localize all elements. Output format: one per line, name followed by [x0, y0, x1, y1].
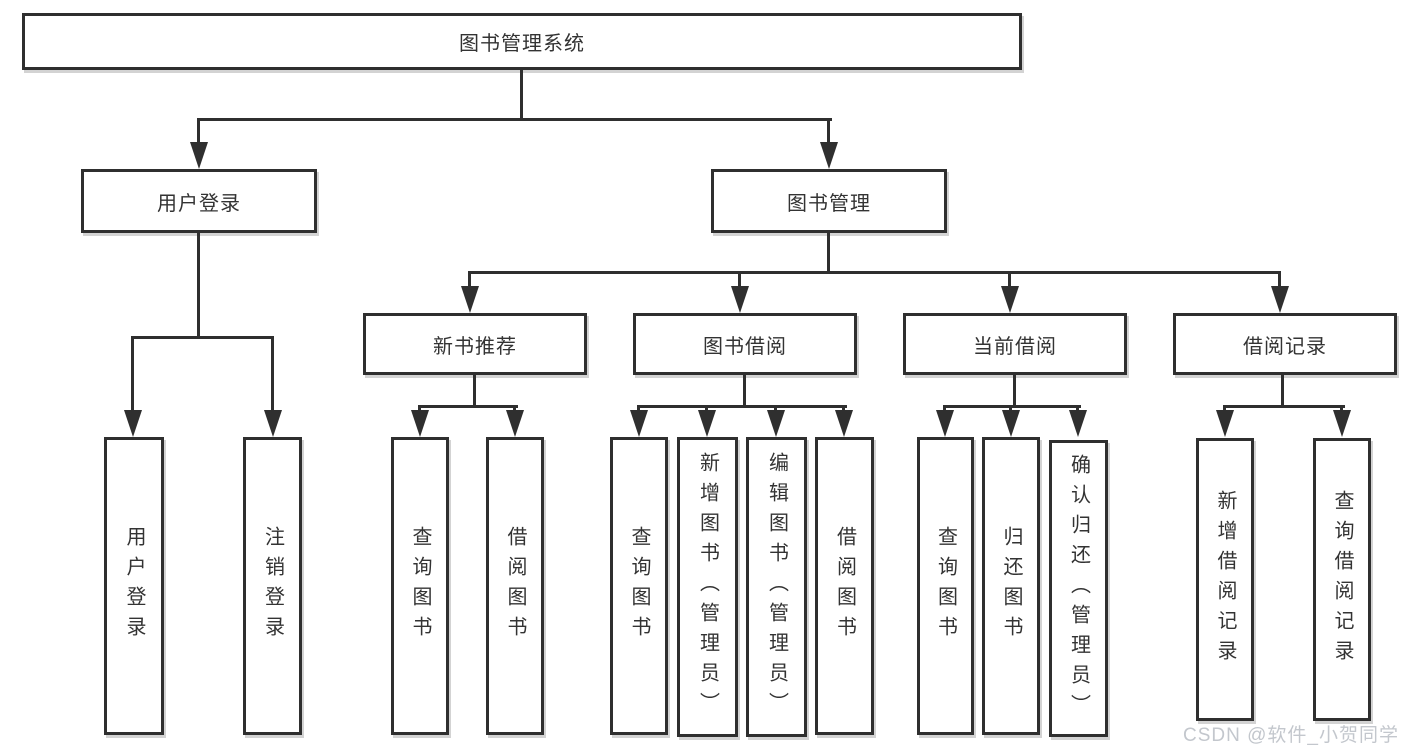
- connector-line: [1223, 405, 1345, 408]
- connector-line: [468, 271, 471, 289]
- arrowhead-down: [767, 410, 785, 437]
- node-return-books: 归还图书: [982, 437, 1040, 735]
- connector-line: [827, 118, 830, 146]
- connector-line: [1076, 405, 1079, 413]
- arrowhead-down: [461, 286, 479, 313]
- node-label: 借阅图书: [833, 526, 856, 646]
- node-library-system: 图书管理系统: [22, 13, 1022, 70]
- node-add-books-admin: 新增图书（管理员）: [677, 437, 738, 737]
- node-user-login-leaf: 用户登录: [104, 437, 164, 735]
- node-label: 借阅图书: [504, 526, 526, 646]
- node-query-books-borrowing: 查询图书: [610, 437, 668, 735]
- connector-line: [943, 405, 1081, 408]
- connector-line: [774, 405, 777, 413]
- node-label: 编辑图书（管理员）: [765, 452, 788, 722]
- connector-line: [705, 405, 708, 413]
- connector-line: [1340, 405, 1343, 413]
- connector-line: [1223, 405, 1226, 413]
- connector-line: [1281, 375, 1284, 408]
- connector-line: [743, 375, 746, 408]
- arrowhead-down: [190, 142, 208, 169]
- node-borrow-books: 借阅图书: [815, 437, 874, 735]
- node-label: 查询图书: [409, 526, 431, 646]
- connector-line: [197, 118, 832, 121]
- arrowhead-down: [1002, 410, 1020, 437]
- csdn-watermark: CSDN @软件_小贺同学: [1183, 725, 1399, 746]
- node-logout: 注销登录: [243, 437, 302, 735]
- connector-line: [418, 405, 421, 413]
- arrowhead-down: [1271, 286, 1289, 313]
- node-label: 新增图书（管理员）: [696, 452, 719, 722]
- node-query-borrow-record: 查询借阅记录: [1313, 438, 1371, 721]
- connector-line: [271, 336, 274, 412]
- connector-line: [1278, 271, 1281, 289]
- arrowhead-down: [124, 410, 142, 437]
- node-label: 查询图书: [628, 526, 650, 646]
- node-borrow-books-recommend: 借阅图书: [486, 437, 544, 735]
- connector-line: [197, 118, 200, 146]
- arrowhead-down: [698, 410, 716, 437]
- node-label: 归还图书: [1000, 526, 1022, 646]
- connector-line: [418, 405, 518, 408]
- arrowhead-down: [506, 410, 524, 437]
- connector-line: [468, 271, 1281, 274]
- arrowhead-down: [630, 410, 648, 437]
- connector-line: [131, 336, 274, 339]
- node-borrowing-records: 借阅记录: [1173, 313, 1397, 375]
- node-label: 借阅记录: [1243, 335, 1327, 358]
- node-label: 确认归还（管理员）: [1067, 453, 1090, 724]
- node-current-borrowing: 当前借阅: [903, 313, 1127, 375]
- arrowhead-down: [1333, 410, 1351, 437]
- connector-line: [473, 375, 476, 408]
- node-label: 查询图书: [934, 526, 957, 646]
- arrowhead-down: [264, 410, 282, 437]
- arrowhead-down: [1069, 410, 1087, 437]
- node-add-borrow-record: 新增借阅记录: [1196, 438, 1254, 721]
- arrowhead-down: [936, 410, 954, 437]
- connector-line: [1013, 375, 1016, 408]
- node-label: 图书借阅: [703, 335, 787, 358]
- connector-line: [513, 405, 516, 413]
- connector-line: [1008, 271, 1011, 289]
- connector-line: [842, 405, 845, 413]
- arrowhead-down: [411, 410, 429, 437]
- node-new-book-recommend: 新书推荐: [363, 313, 587, 375]
- node-query-books-current: 查询图书: [917, 437, 974, 735]
- node-confirm-return-admin: 确认归还（管理员）: [1049, 440, 1108, 737]
- connector-line: [131, 336, 134, 412]
- connector-line: [738, 271, 741, 289]
- node-label: 新书推荐: [433, 335, 517, 358]
- node-book-management: 图书管理: [711, 169, 947, 233]
- node-label: 新增借阅记录: [1214, 489, 1236, 670]
- connector-line: [197, 233, 200, 339]
- connector-line: [1009, 405, 1012, 413]
- node-query-books-recommend: 查询图书: [391, 437, 449, 735]
- connector-line: [637, 405, 847, 408]
- node-edit-books-admin: 编辑图书（管理员）: [746, 437, 807, 737]
- arrowhead-down: [820, 142, 838, 169]
- arrowhead-down: [835, 410, 853, 437]
- connector-line: [637, 405, 640, 413]
- arrowhead-down: [1216, 410, 1234, 437]
- arrowhead-down: [731, 286, 749, 313]
- connector-line: [943, 405, 946, 413]
- node-label: 图书管理系统: [459, 33, 585, 55]
- node-label: 查询借阅记录: [1331, 489, 1353, 670]
- connector-line: [827, 233, 830, 274]
- node-label: 用户登录: [157, 192, 241, 215]
- node-label: 当前借阅: [973, 335, 1057, 358]
- connector-line: [520, 69, 523, 121]
- node-user-login: 用户登录: [81, 169, 317, 233]
- arrowhead-down: [1001, 286, 1019, 313]
- node-label: 用户登录: [123, 526, 145, 646]
- node-label: 注销登录: [261, 526, 284, 646]
- node-book-borrowing: 图书借阅: [633, 313, 857, 375]
- node-label: 图书管理: [787, 192, 871, 215]
